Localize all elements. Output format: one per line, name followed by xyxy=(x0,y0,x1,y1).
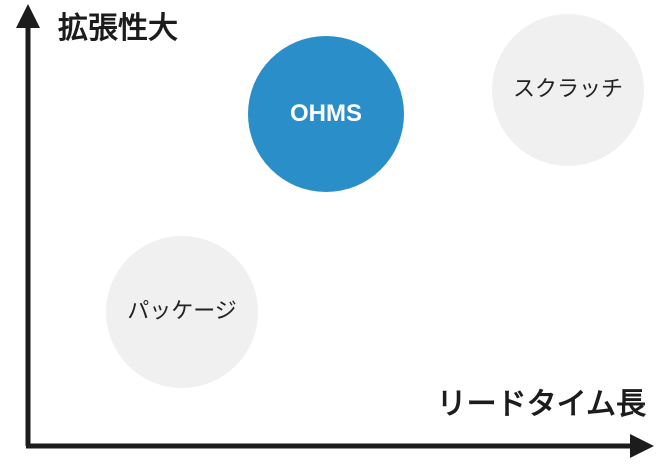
x-axis-label: リードタイム長 xyxy=(436,387,646,422)
y-axis-label: 拡張性大 xyxy=(58,11,178,46)
ohms-bubble: OHMS xyxy=(248,36,404,192)
y-axis-arrowhead xyxy=(16,4,40,28)
x-axis-arrowhead xyxy=(630,434,654,458)
package-bubble-label: パッケージ xyxy=(127,299,237,324)
scratch-bubble: スクラッチ xyxy=(492,14,644,166)
ohms-bubble-label: OHMS xyxy=(290,100,362,127)
package-bubble: パッケージ xyxy=(106,236,258,388)
scratch-bubble-label: スクラッチ xyxy=(512,77,623,102)
